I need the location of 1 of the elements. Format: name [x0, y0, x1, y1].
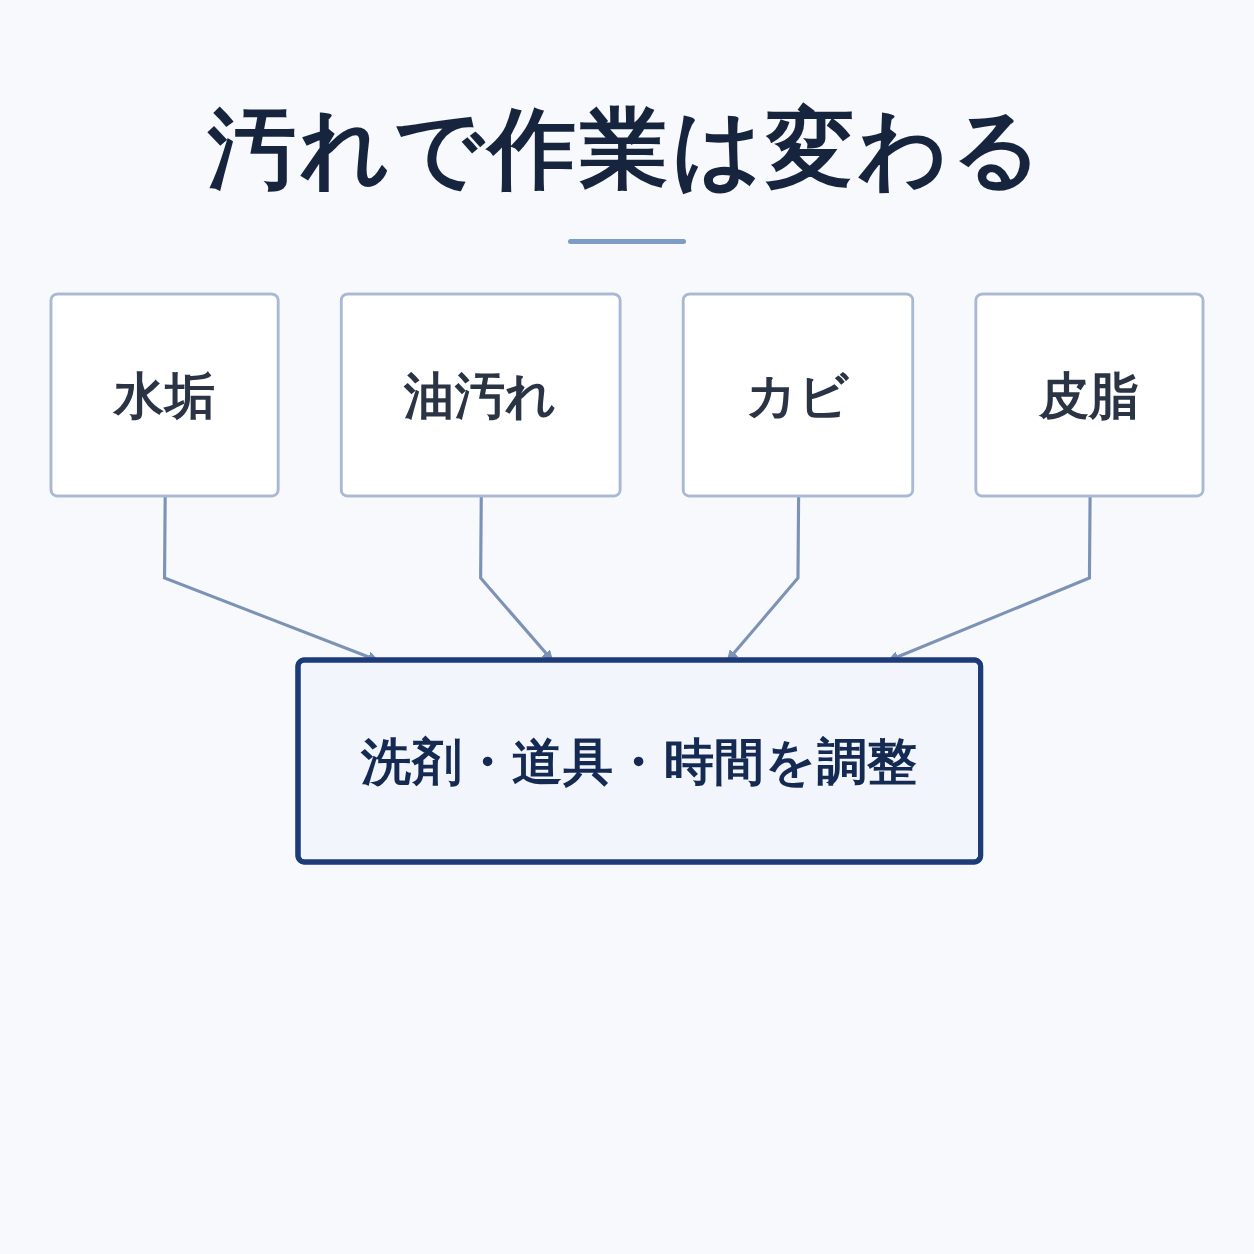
- title: 汚れで作業は変わる: [208, 96, 1046, 202]
